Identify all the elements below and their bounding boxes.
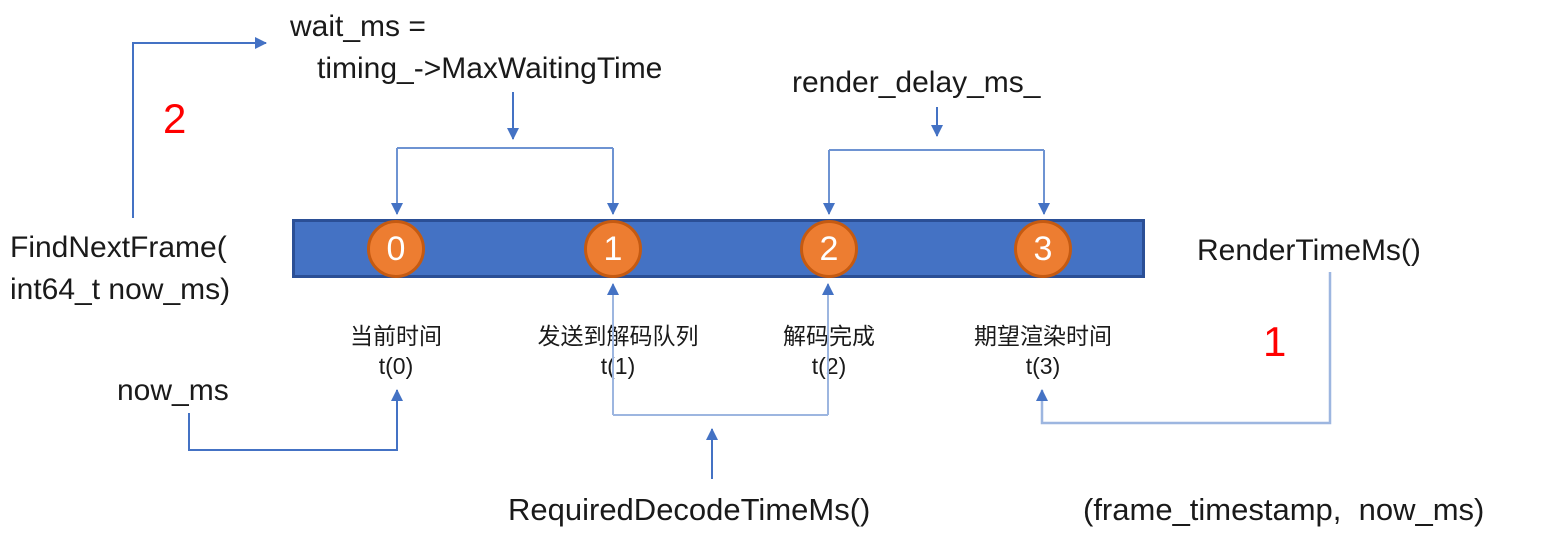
- timeline-caption-2: 解码完成 t(2): [699, 321, 959, 381]
- timeline-caption-3: 期望渲染时间 t(3): [913, 321, 1173, 381]
- bracket-maxwaitingtime: [391, 147, 619, 215]
- node-1-digit: 1: [603, 229, 623, 268]
- find-next-frame-line1: FindNextFrame(: [10, 231, 227, 264]
- timeline-node-3: 3: [1014, 220, 1072, 278]
- timeline-node-1: 1: [584, 220, 642, 278]
- render-delay-label: render_delay_ms_: [792, 66, 1041, 99]
- step-2-number: 2: [163, 95, 187, 142]
- frame-args-label: (frame_timestamp, now_ms): [1083, 492, 1485, 527]
- now-ms-label: now_ms: [117, 374, 229, 407]
- wait-ms-line1: wait_ms =: [290, 10, 426, 43]
- find-next-frame-line2: int64_t now_ms): [10, 273, 231, 306]
- caption-0-text: 当前时间: [350, 323, 442, 349]
- timeline-caption-1: 发送到解码队列 t(1): [488, 321, 748, 381]
- render-time-label: RenderTimeMs(): [1197, 234, 1421, 267]
- caption-2-text: 解码完成: [783, 323, 875, 349]
- timeline-node-2: 2: [800, 220, 858, 278]
- caption-3-text: 期望渲染时间: [974, 323, 1112, 349]
- step-1-number: 1: [1263, 318, 1287, 365]
- caption-1-text: 发送到解码队列: [537, 323, 699, 349]
- timeline-node-0: 0: [367, 220, 425, 278]
- node-2-digit: 2: [819, 229, 839, 268]
- caption-3-time: t(3): [1025, 353, 1061, 379]
- bracket-renderdelay: [823, 149, 1050, 215]
- required-decode-label: RequiredDecodeTimeMs(): [508, 492, 871, 527]
- timeline-caption-0: 当前时间 t(0): [266, 321, 526, 381]
- caption-0-time: t(0): [378, 353, 414, 379]
- node-0-digit: 0: [386, 229, 406, 268]
- node-3-digit: 3: [1033, 229, 1053, 268]
- timeline-bar: [292, 219, 1145, 278]
- arrow-findnextframe-to-waitms: [132, 37, 267, 218]
- caption-2-time: t(2): [811, 353, 847, 379]
- wait-ms-label: wait_ms = timing_->MaxWaitingTime: [290, 6, 662, 90]
- find-next-frame-label: FindNextFrame( int64_t now_ms): [10, 227, 230, 311]
- caption-1-time: t(1): [600, 353, 636, 379]
- wait-ms-line2: timing_->MaxWaitingTime: [317, 52, 663, 85]
